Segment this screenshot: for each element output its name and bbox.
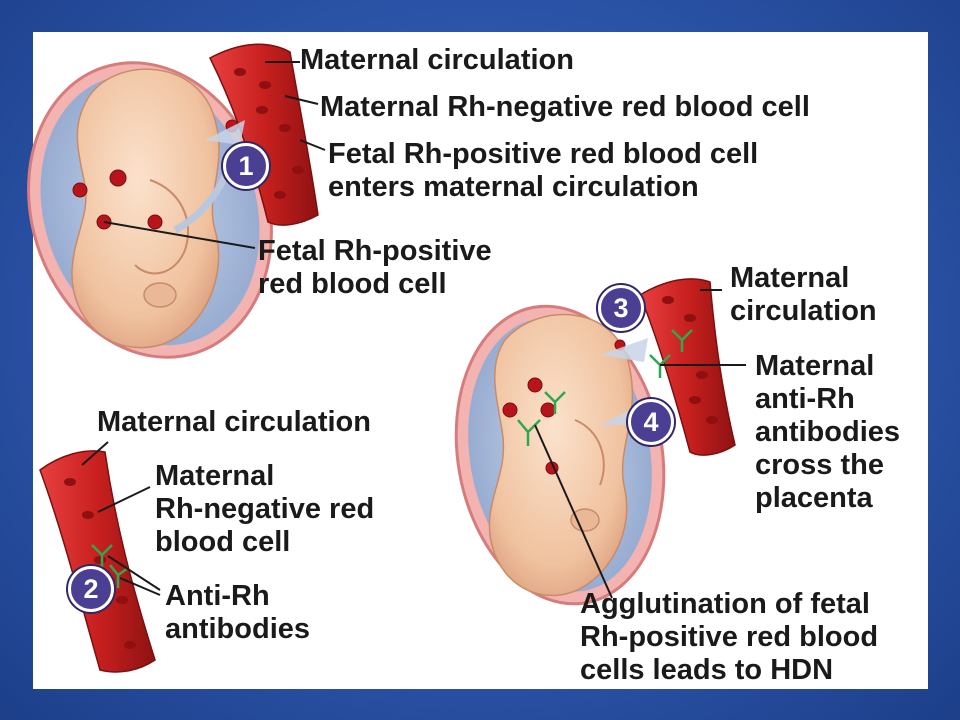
fetal-rbc [147,214,163,230]
crossing-arrow-1 [205,120,245,145]
step-badge-3: 3 [598,285,644,331]
label-agglutination-hdn: Agglutination of fetal Rh-positive red b… [580,588,879,686]
maternal-vessel-3 [639,278,736,456]
crossing-arrow-3 [600,338,648,362]
label-fetal-rbc: Fetal Rh-positive red blood cell [258,235,492,300]
label-maternal-circulation-1: Maternal circulation [300,44,574,76]
label-maternal-circulation-2: Maternal circulation [97,406,371,438]
fetal-rbc [109,169,127,187]
label-maternal-rh-negative-1: Maternal Rh-negative red blood cell [320,91,810,123]
label-maternal-rh-negative-2: Maternal Rh-negative red blood cell [155,460,375,558]
step-badge-2: 2 [68,566,114,612]
step-badge-4: 4 [628,399,674,445]
step-badge-1: 1 [223,143,269,189]
fetal-rbc [502,402,518,418]
label-anti-rh-antibodies: Anti-Rh antibodies [165,580,311,645]
label-maternal-circulation-3: Maternal circulation [730,262,877,327]
label-fetal-enters-circulation: Fetal Rh-positive red blood cell enters … [328,138,759,203]
label-antibodies-cross-placenta: Maternal anti-Rh antibodies cross the pl… [755,350,901,514]
fetal-rbc [540,402,556,418]
maternal-vessel-2 [39,450,156,673]
fetal-rbc [527,377,543,393]
fetal-rbc [72,182,88,198]
fetus-1 [71,68,232,349]
